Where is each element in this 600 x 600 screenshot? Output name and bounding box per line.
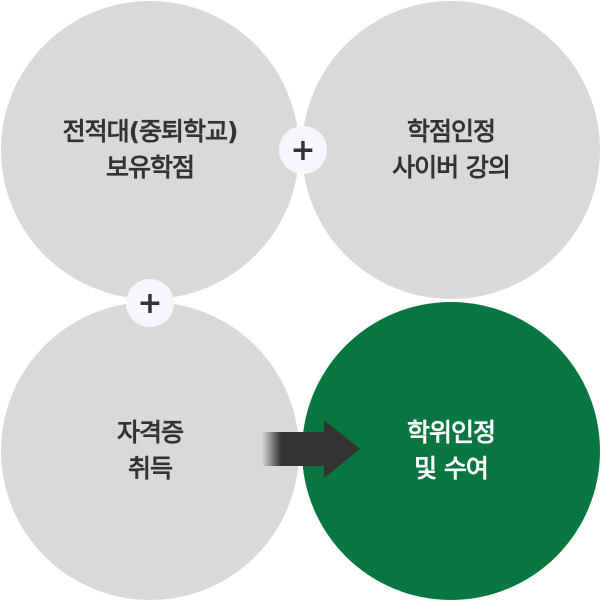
step-label: 보유학점 — [105, 153, 195, 182]
step-label: 사이버 강의 — [392, 153, 511, 182]
step-label: 학점인정 — [406, 117, 496, 146]
step-label: 취득 — [127, 454, 173, 483]
plus-icon: + — [126, 279, 174, 327]
step-certificates: 자격증 취득 — [1, 302, 299, 600]
step-label: 학위인정 — [406, 418, 496, 447]
step-cyber-lectures: 학점인정 사이버 강의 — [302, 1, 600, 299]
arrow-right-icon — [262, 420, 360, 478]
plus-icon: + — [279, 126, 327, 174]
step-label: 전적대(중퇴학교) — [62, 117, 239, 146]
step-label: 자격증 — [116, 418, 184, 447]
step-transfer-credits: 전적대(중퇴학교) 보유학점 — [1, 1, 299, 299]
step-label: 및 수여 — [414, 454, 489, 483]
